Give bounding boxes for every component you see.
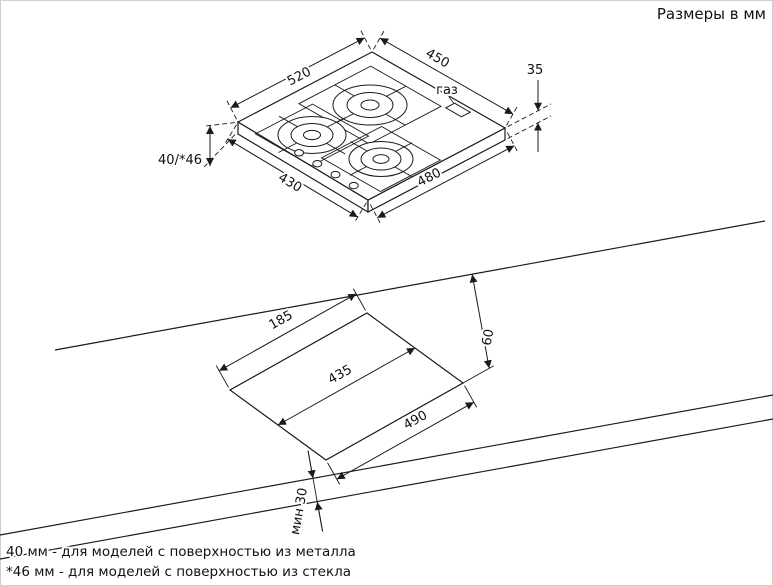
- dim-line-450: [379, 37, 514, 115]
- gas-label: газ: [436, 83, 458, 98]
- worktop-dimensions: [215, 274, 494, 532]
- knob: [330, 170, 341, 179]
- footnote-metal: 40 мм - для моделей с поверхностью из ме…: [6, 544, 356, 560]
- dim-label-35: 35: [527, 63, 544, 78]
- hob-isometric-view: [236, 51, 507, 214]
- page-title: Размеры в мм: [657, 5, 766, 23]
- burner-left: [277, 115, 347, 155]
- dim-label-min-30: мин 30: [288, 487, 311, 536]
- dim-label-450: 450: [423, 46, 452, 71]
- knob: [312, 160, 323, 168]
- dim-line-520: [230, 37, 365, 109]
- dim-label-185: 185: [267, 308, 296, 333]
- dim-line-435: [277, 347, 416, 426]
- worktop-back-edge: [54, 220, 766, 351]
- dim-label-60: 60: [480, 328, 498, 347]
- burner-top: [332, 84, 408, 126]
- dim-line-60: [469, 274, 492, 369]
- dim-line-490: [336, 401, 475, 480]
- burner-bottom: [348, 141, 414, 177]
- worktop-front-edge: [0, 394, 773, 536]
- hob-dimensions: [203, 30, 552, 225]
- knob: [348, 181, 359, 190]
- dim-line-480: [377, 145, 515, 219]
- dim-label-430: 430: [275, 170, 304, 196]
- dim-label-40-46: 40/*46: [158, 153, 202, 168]
- footnote-glass: *46 мм - для моделей с поверхностью из с…: [6, 564, 351, 580]
- knob: [294, 149, 305, 157]
- dim-line-430: [227, 138, 358, 218]
- worktop-view: [0, 220, 773, 560]
- dim-line-185: [218, 293, 357, 372]
- worktop-front-bottom-edge: [0, 418, 773, 560]
